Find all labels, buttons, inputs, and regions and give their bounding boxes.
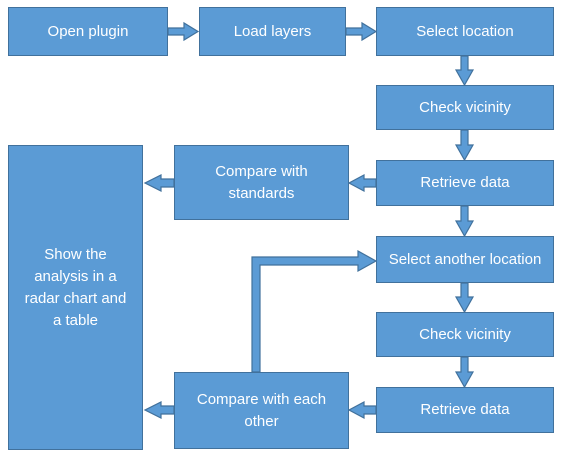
node-retrieve-data-1: Retrieve data [376, 160, 554, 206]
arrow-open-to-load [167, 21, 200, 42]
arrow-load-to-select [345, 21, 378, 42]
node-select-another-location-label: Select another location [388, 250, 542, 268]
node-compare-with-each-other: Compare with each other [174, 372, 349, 449]
node-check-vicinity-1-label: Check vicinity [419, 98, 511, 116]
node-check-vicinity-2: Check vicinity [376, 312, 554, 357]
arrow-select-another-to-check-2 [454, 282, 475, 314]
node-open-plugin-label: Open plugin [47, 22, 129, 40]
node-retrieve-data-2-label: Retrieve data [420, 401, 510, 418]
node-select-another-location: Select another location [376, 236, 554, 283]
node-load-layers-label: Load layers [233, 22, 312, 40]
arrow-check-to-retrieve-1 [454, 129, 475, 162]
node-open-plugin: Open plugin [8, 7, 168, 56]
arrow-check-2-to-retrieve-2 [454, 356, 475, 389]
arrow-compare-each-to-select-another [251, 249, 378, 373]
node-retrieve-data-2: Retrieve data [376, 387, 554, 433]
node-compare-with-standards-label: Compare with standards [215, 162, 308, 202]
node-check-vicinity-2-label: Check vicinity [419, 325, 511, 343]
node-select-location-label: Select location [416, 22, 514, 40]
arrow-select-to-check-1 [454, 55, 475, 87]
node-check-vicinity-1: Check vicinity [376, 85, 554, 130]
node-load-layers: Load layers [199, 7, 346, 56]
node-compare-with-each-other-label: Compare with each other [196, 390, 327, 430]
arrow-retrieve-to-compare-standards [347, 174, 377, 192]
arrow-retrieve-to-select-another [454, 205, 475, 238]
arrow-compare-standards-to-show [143, 174, 175, 192]
node-retrieve-data-1-label: Retrieve data [420, 174, 510, 191]
arrow-compare-each-to-show [143, 401, 175, 419]
arrow-retrieve-2-to-compare-each [347, 401, 377, 419]
node-show-analysis: Show the analysis in a radar chart and a… [8, 145, 143, 450]
node-show-analysis-label: Show the analysis in a radar chart and a… [24, 246, 127, 329]
node-select-location: Select location [376, 7, 554, 56]
node-compare-with-standards: Compare with standards [174, 145, 349, 220]
